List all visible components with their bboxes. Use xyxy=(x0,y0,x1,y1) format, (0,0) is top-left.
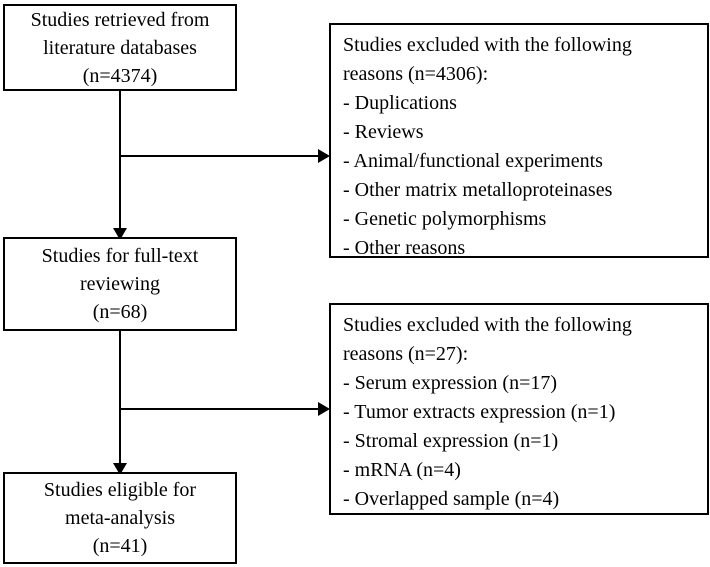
box-line: - Stromal expression (n=1) xyxy=(343,430,559,452)
box-line: reviewing xyxy=(80,273,160,295)
box-line: - Reviews xyxy=(343,121,424,143)
box-fulltext-reviewing: Studies for full-text reviewing (n=68) xyxy=(3,237,237,331)
box-line: (n=41) xyxy=(92,535,148,557)
box-eligible-meta-analysis: Studies eligible for meta-analysis (n=41… xyxy=(3,472,237,564)
box-line: - mRNA (n=4) xyxy=(343,459,461,481)
box-line: (n=68) xyxy=(92,301,148,323)
box-line: Studies for full-text xyxy=(41,245,199,267)
box-line: reasons (n=27): xyxy=(343,343,469,365)
box-line: literature databases xyxy=(43,36,197,59)
box-line: - Other matrix metalloproteinases xyxy=(343,179,613,201)
box-excluded-screening: Studies excluded with the following reas… xyxy=(329,23,709,259)
box-line: Studies excluded with the following xyxy=(343,314,632,336)
box-line: - Animal/functional experiments xyxy=(343,150,603,172)
box-line: - Genetic polymorphisms xyxy=(343,208,547,230)
box-studies-retrieved: Studies retrieved from literature databa… xyxy=(3,4,237,91)
box-line: - Duplications xyxy=(343,92,457,114)
box-line: Studies retrieved from xyxy=(30,8,210,31)
box-line: Studies excluded with the following xyxy=(343,34,632,56)
box-excluded-fulltext: Studies excluded with the following reas… xyxy=(329,303,709,515)
box-line: Studies eligible for xyxy=(43,479,197,501)
box-line: - Other reasons xyxy=(343,237,466,259)
box-line: meta-analysis xyxy=(65,507,175,529)
box-line: - Tumor extracts expression (n=1) xyxy=(343,401,616,423)
box-line: (n=4374) xyxy=(82,64,158,87)
box-line: - Overlapped sample (n=4) xyxy=(343,488,560,510)
box-line: - Serum expression (n=17) xyxy=(343,372,558,394)
box-line: reasons (n=4306): xyxy=(343,63,489,85)
